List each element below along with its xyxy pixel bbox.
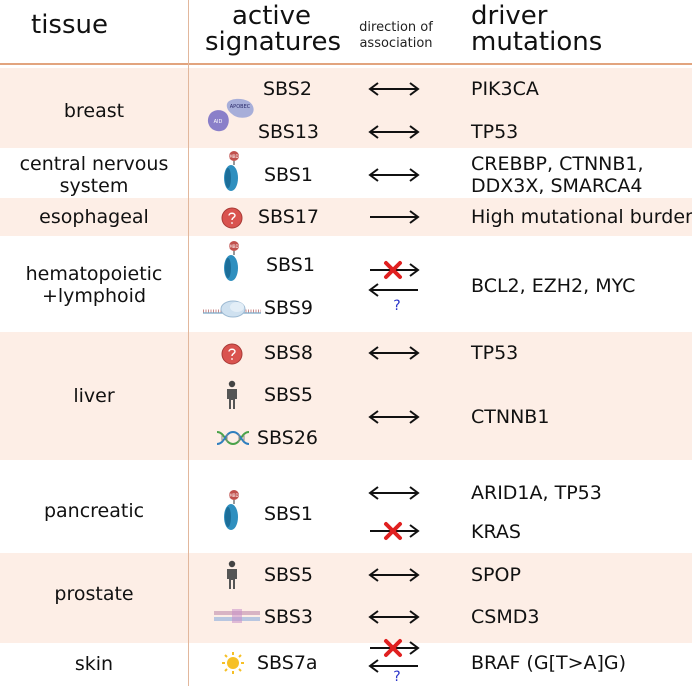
signature-sbs3: SBS3 [264,606,313,628]
driver-high-burden: High mutational burden [471,206,692,228]
band-liver [0,332,692,460]
driver-arid1a-tp53: ARID1A, TP53 [471,482,602,504]
header-tissue: tissue [31,10,108,40]
apobec-text: APOBEC [230,104,251,110]
signature-sbs1-pancreatic: SBS1 [264,503,313,525]
sun-uv-icon [222,652,244,674]
tissue-cns-line1: central nervous [19,153,169,175]
aid-text: AID [214,119,223,125]
band-prostate [0,553,692,643]
homologous-recombination-icon [214,609,260,623]
aging-person-icon [227,560,237,589]
arrow-both-csmd3 [368,610,420,624]
signature-sbs5-liver: SBS5 [264,384,313,406]
arrow-both-sbs8 [368,346,420,360]
tissue-cns-line2: system [59,175,129,197]
tissue-liver: liver [73,385,115,407]
methylation-enzyme-icon: MBD [224,241,239,281]
tissue-skin: skin [74,653,114,675]
tissue-hematopoietic-line2: +lymphoid [41,285,147,307]
signature-sbs17: SBS17 [258,206,319,228]
driver-tp53-breast: TP53 [471,121,519,143]
header-signatures-line2: signatures [205,27,342,57]
driver-csmd3: CSMD3 [471,606,540,628]
driver-spop: SPOP [471,564,521,586]
header-signatures-line1: active [232,1,312,31]
arrow-both-liver-group [368,410,420,424]
band-esophageal [0,198,692,236]
signature-sbs26: SBS26 [257,427,318,449]
tissue-prostate: prostate [54,583,134,605]
methylation-enzyme-icon: MBD [224,151,239,191]
driver-kras: KRAS [471,521,521,543]
question-mark-skin: ? [393,669,401,685]
header-drivers-line2: mutations [471,27,603,57]
signature-sbs13: SBS13 [258,121,319,143]
driver-cns-line2: DDX3X, SMARCA4 [471,175,643,197]
signature-sbs2: SBS2 [263,78,312,100]
driver-tp53-liver: TP53 [471,342,519,364]
driver-cns-line1: CREBBP, CTNNB1, [471,153,644,175]
arrow-right-esophageal [370,210,420,224]
signature-sbs7a: SBS7a [257,652,318,674]
tissue-hematopoietic-line1: hematopoietic [25,263,163,285]
header-drivers-line1: driver [471,1,548,31]
question-mark-heme: ? [393,298,401,314]
header-direction-line1: direction of [359,20,433,35]
header-direction-line2: association [359,36,433,51]
arrow-both-sbs2 [368,82,420,96]
dna-helix-icon [216,430,250,446]
arrow-crossed-heme [368,261,420,297]
signature-sbs1-cns: SBS1 [264,164,313,186]
signature-sbs8: SBS8 [264,342,313,364]
polymerase-eta-icon [203,300,261,318]
arrow-both-sbs13 [368,125,420,139]
mbd-text: MBD [229,244,238,249]
driver-pik3ca: PIK3CA [471,78,539,100]
band-breast [0,68,692,148]
aging-person-icon [227,380,237,409]
arrow-both-spop [368,568,420,582]
signature-sbs5-prostate: SBS5 [264,564,313,586]
driver-heme: BCL2, EZH2, MYC [471,275,636,297]
header-divider [0,63,692,65]
driver-ctnnb1: CTNNB1 [471,406,550,428]
arrow-crossed-kras [370,522,420,540]
arrow-both-cns [368,168,420,182]
tissue-esophageal: esophageal [39,206,149,228]
tissue-pancreatic: pancreatic [43,500,145,522]
signature-sbs1-heme: SBS1 [266,254,315,276]
driver-braf: BRAF (G[T>A]G) [471,652,627,674]
signature-sbs9: SBS9 [264,297,313,319]
arrow-crossed-skin [368,639,420,673]
unknown-etiology-icon [221,207,243,229]
unknown-etiology-icon [221,343,243,365]
mbd-text: MBD [229,493,238,498]
arrow-both-pancreatic [368,486,420,500]
mbd-text: MBD [229,154,238,159]
tissue-breast: breast [63,100,125,122]
column-divider [188,0,189,686]
apobec-aid-enzyme-icon: APOBEC AID [207,98,254,132]
methylation-enzyme-icon: MBD [224,490,239,530]
